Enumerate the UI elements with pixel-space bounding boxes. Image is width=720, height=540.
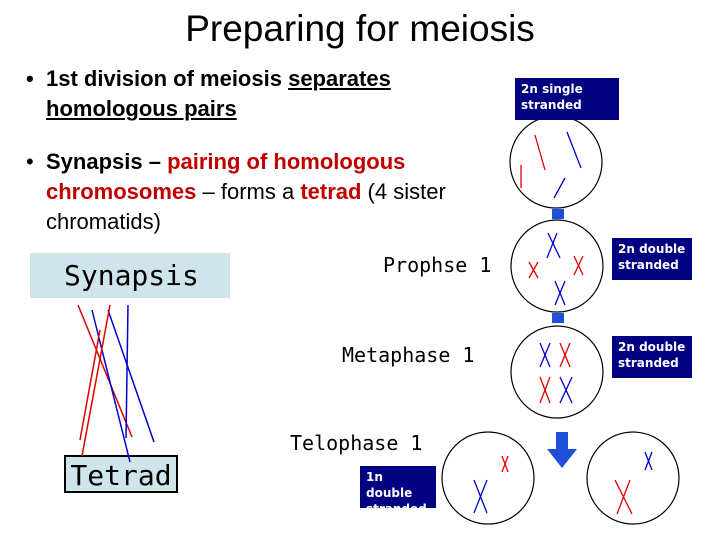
connector-block — [552, 209, 564, 219]
label-2n-double-stranded-prophase: 2n double stranded — [612, 238, 692, 280]
cell-circle — [586, 431, 680, 525]
slide-title: Preparing for meiosis — [185, 8, 535, 49]
red-chromosome — [539, 376, 551, 404]
red-chromatid — [77, 304, 133, 438]
label-2n-single-stranded: 2n single stranded — [515, 78, 619, 120]
cell-telophase-left — [441, 431, 535, 525]
cell-interphase — [509, 115, 603, 209]
red-chromosome — [573, 255, 584, 276]
label-1n-double-stranded: 1n double stranded — [360, 466, 436, 516]
label-2n-double-stranded-metaphase: 2n double stranded — [612, 336, 692, 378]
blue-chromosome — [644, 451, 653, 471]
bullet-first-division: • 1st division of meiosis separates homo… — [26, 64, 506, 124]
red-chromatid — [81, 304, 111, 457]
blue-chromosome — [559, 376, 573, 404]
dash: – — [142, 149, 168, 174]
blue-chromosome — [539, 342, 551, 368]
blue-chromosome — [566, 131, 582, 169]
synapsis-label-box: Synapsis — [30, 253, 230, 298]
red-chromosome — [501, 455, 509, 473]
telophase-label: Telophase 1 — [290, 431, 423, 455]
prophase-label: Prophse 1 — [383, 253, 492, 277]
blue-chromosome — [546, 232, 558, 259]
red-chromatid — [79, 329, 101, 441]
blue-chromatid — [91, 309, 131, 463]
arrow-down-icon — [547, 432, 577, 468]
blue-chromosome — [553, 177, 566, 199]
cell-telophase-right — [586, 431, 680, 525]
red-chromosome — [616, 479, 631, 515]
tetrad-label-box: Tetrad — [64, 455, 178, 493]
blue-chromosome — [547, 232, 561, 259]
connector-block — [552, 313, 564, 323]
cell-prophase — [510, 219, 604, 313]
metaphase-label: Metaphase 1 — [342, 343, 475, 367]
cell-circle — [441, 431, 535, 525]
red-chromosome — [528, 261, 539, 279]
red-chromosome — [559, 342, 571, 368]
forms-text: – forms a — [196, 179, 301, 204]
blue-chromatid — [125, 304, 129, 439]
tetrad-chromosomes — [77, 304, 155, 463]
blue-chromosome — [554, 280, 566, 306]
tetrad-explanation: (4 sister chromatids) — [46, 179, 446, 234]
cell-circle — [510, 219, 604, 313]
bullet-synapsis: • Synapsis – pairing of homologous chrom… — [26, 147, 516, 237]
term-tetrad: tetrad — [300, 179, 362, 204]
bullet-text-underlined: separates homologous pairs — [46, 66, 391, 121]
blue-chromatid — [107, 309, 155, 443]
bullet-marker: • — [26, 66, 34, 91]
term-synapsis: Synapsis — [46, 149, 143, 174]
cell-metaphase — [510, 325, 604, 419]
bullet-marker: • — [26, 149, 34, 174]
blue-chromosome — [473, 479, 488, 514]
bullet-text: 1st division of meiosis — [46, 66, 289, 91]
definition-text: pairing of homologous chromosomes — [46, 149, 406, 204]
red-chromosome — [534, 134, 546, 171]
cell-circle — [510, 325, 604, 419]
